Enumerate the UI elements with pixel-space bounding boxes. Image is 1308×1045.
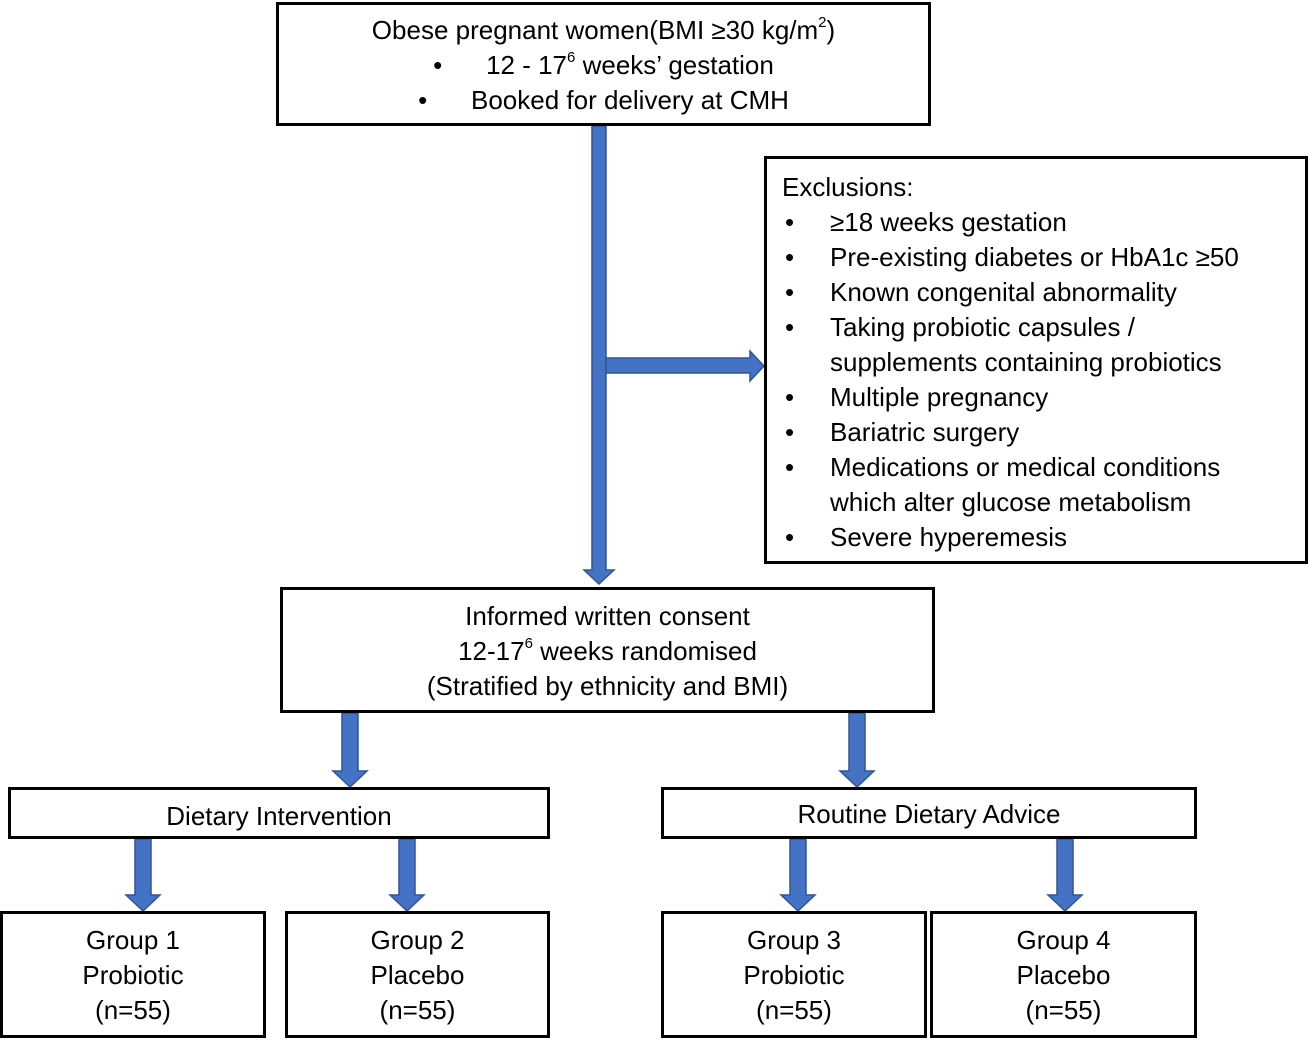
group-count: (n=55): [756, 995, 832, 1025]
eligibility-title: Obese pregnant women(BMI ≥30 kg/m2): [371, 14, 836, 45]
routine-to-group4-arrow: [1046, 838, 1084, 913]
group-count: (n=55): [1025, 995, 1102, 1025]
diet-to-group1-arrow: [124, 838, 162, 913]
exclusion-item: •Bariatric surgery: [785, 417, 1020, 447]
routine-dietary-advice-box: Routine Dietary Advice: [661, 787, 1197, 839]
eligibility-bullet-gestation: • 12 - 176 weeks’ gestation: [433, 49, 774, 80]
diet-to-group2-arrow: [388, 838, 426, 913]
eligibility-box: Obese pregnant women(BMI ≥30 kg/m2) • 12…: [276, 2, 931, 126]
consent-to-routine-arrow: [838, 712, 876, 789]
exclusion-arrow: [605, 349, 766, 383]
group-2-box: Group 2 Placebo (n=55): [285, 911, 550, 1038]
consent-line: Informed written consent: [465, 601, 750, 631]
consent-box: Informed written consent 12-176 weeks ra…: [280, 587, 935, 713]
consent-to-diet-arrow: [331, 712, 369, 789]
group-count: (n=55): [95, 995, 171, 1025]
stratified-line: (Stratified by ethnicity and BMI): [426, 671, 789, 701]
exclusions-box: Exclusions: •≥18 weeks gestation •Pre-ex…: [764, 156, 1308, 564]
group-1-box: Group 1 Probiotic (n=55): [0, 911, 266, 1038]
group-title: Group 3: [747, 925, 841, 955]
exclusion-item: •Severe hyperemesis: [785, 522, 1067, 552]
main-down-arrow: [582, 125, 616, 586]
group-title: Group 1: [86, 925, 180, 955]
randomised-line: 12-176 weeks randomised: [458, 635, 757, 666]
routine-dietary-advice-label: Routine Dietary Advice: [797, 799, 1061, 829]
exclusion-item: •Taking probiotic capsules /supplements …: [785, 312, 1222, 377]
group-type: Probiotic: [743, 960, 845, 990]
exclusions-title: Exclusions:: [782, 172, 914, 202]
group-4-box: Group 4 Placebo (n=55): [930, 911, 1197, 1038]
exclusion-item: •Pre-existing diabetes or HbA1c ≥50: [785, 242, 1239, 272]
group-3-box: Group 3 Probiotic (n=55): [661, 911, 927, 1038]
group-title: Group 4: [1016, 925, 1111, 955]
exclusion-item: •≥18 weeks gestation: [785, 207, 1067, 237]
exclusion-item: •Multiple pregnancy: [785, 382, 1049, 412]
dietary-intervention-label: Dietary Intervention: [166, 801, 392, 831]
group-title: Group 2: [370, 925, 465, 955]
eligibility-bullet-booked: • Booked for delivery at CMH: [418, 85, 789, 115]
exclusion-item: •Known congenital abnormality: [785, 277, 1177, 307]
group-count: (n=55): [379, 995, 456, 1025]
group-type: Placebo: [1016, 960, 1111, 990]
group-type: Placebo: [370, 960, 465, 990]
group-type: Probiotic: [82, 960, 184, 990]
dietary-intervention-box: Dietary Intervention: [8, 787, 550, 839]
routine-to-group3-arrow: [779, 838, 817, 913]
